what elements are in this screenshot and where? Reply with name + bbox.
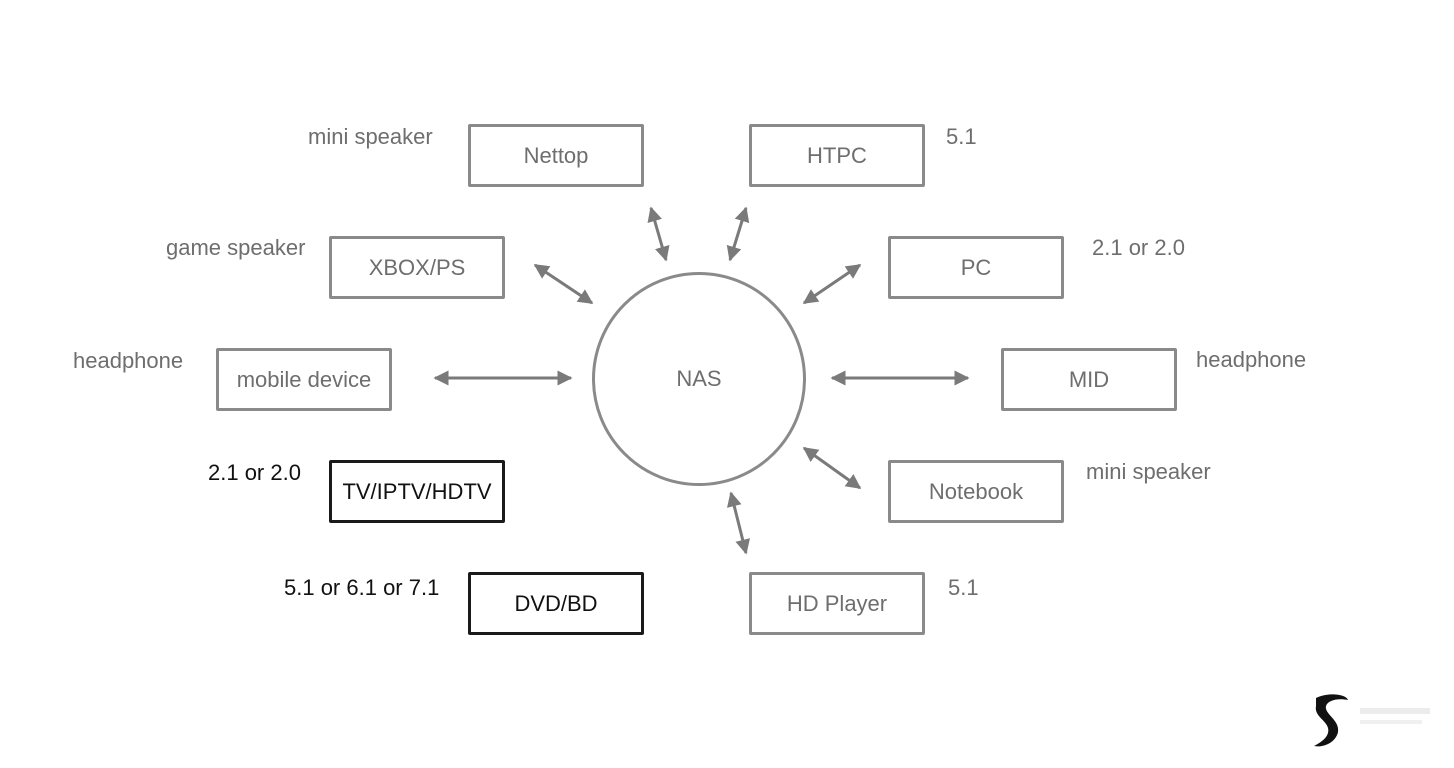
device-notebook: Notebook [888, 460, 1064, 523]
arrow-pc [802, 263, 862, 305]
device-xbox-ps: XBOX/PS [329, 236, 505, 299]
device-nettop: Nettop [468, 124, 644, 187]
note-xbox: game speaker [166, 235, 306, 260]
arrow-notebook [802, 446, 862, 490]
device-tv: TV/IPTV/HDTV [329, 460, 505, 523]
note-pc: 2.1 or 2.0 [1092, 235, 1185, 260]
arrow-nettop [647, 206, 670, 262]
note-hdplayer: 5.1 [948, 575, 979, 600]
note-nettop: mini speaker [308, 124, 433, 149]
note-htpc: 5.1 [946, 124, 977, 149]
device-mid: MID [1001, 348, 1177, 411]
device-mobile: mobile device [216, 348, 392, 411]
note-dvd: 5.1 or 6.1 or 7.1 [284, 575, 440, 600]
device-dvd-bd: DVD/BD [468, 572, 644, 635]
nas-hub: NAS [592, 272, 806, 486]
device-hd-player: HD Player [749, 572, 925, 635]
watermark-logo [1314, 694, 1430, 747]
note-mid: headphone [1196, 347, 1307, 372]
arrow-htpc [726, 206, 750, 262]
device-htpc: HTPC [749, 124, 925, 187]
device-pc: PC [888, 236, 1064, 299]
note-notebook: mini speaker [1086, 459, 1211, 484]
note-tv: 2.1 or 2.0 [208, 460, 301, 485]
arrow-xbox [533, 263, 594, 305]
note-mobile: headphone [73, 348, 184, 373]
arrow-hdplayer [726, 491, 751, 555]
